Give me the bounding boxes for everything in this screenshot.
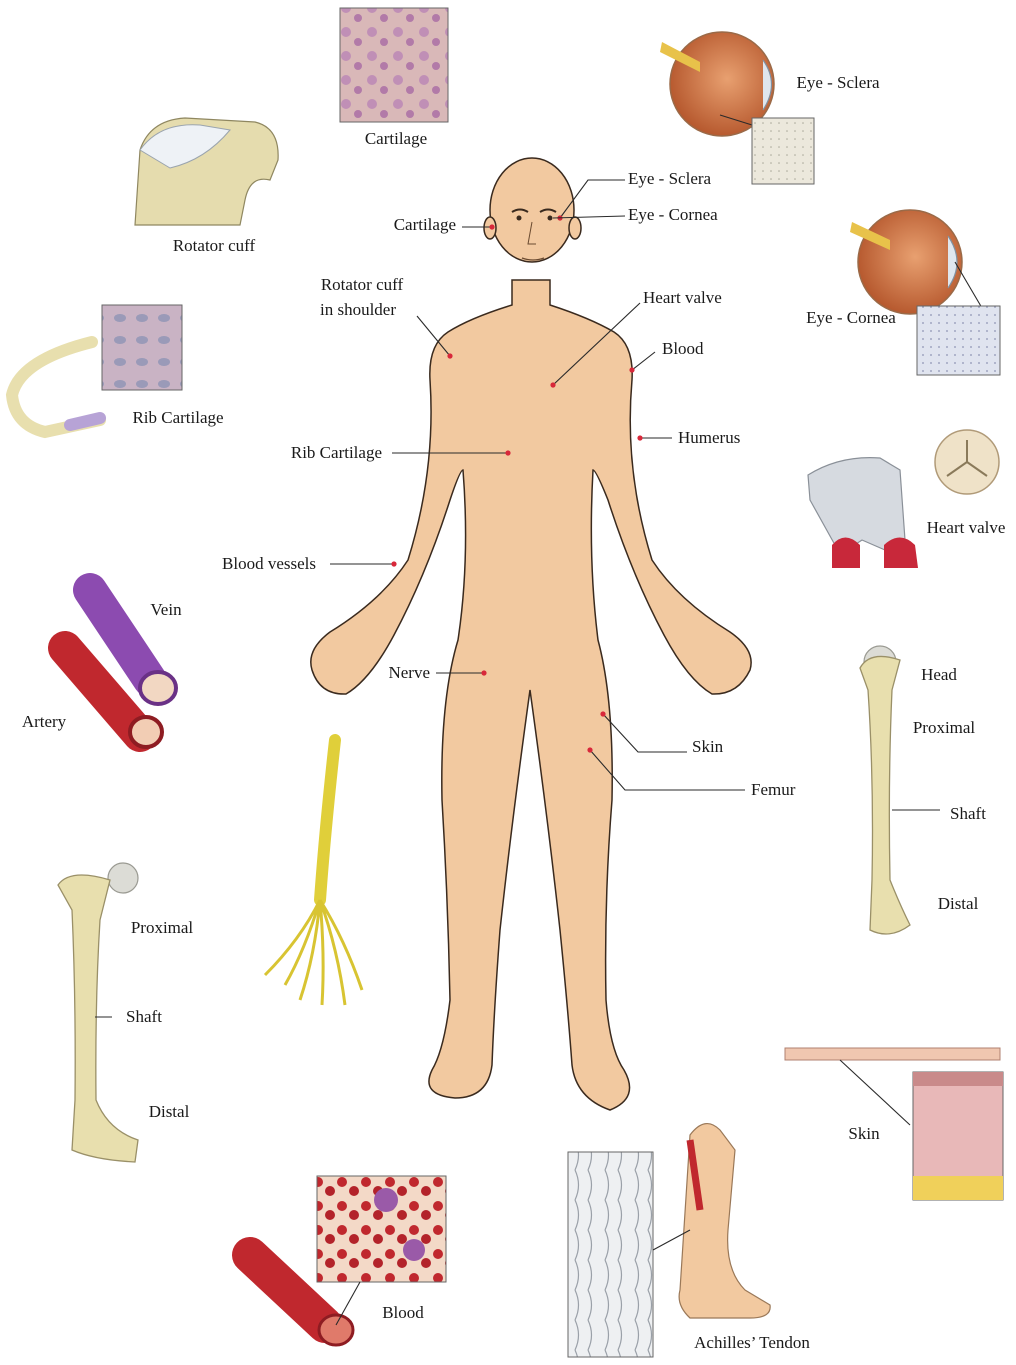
rib-cartilage-inset: Rib Cartilage <box>12 305 224 432</box>
femur-inset: Proximal Shaft Distal <box>58 863 193 1162</box>
eye-cornea-inset-label: Eye - Cornea <box>806 308 896 327</box>
vein-label: Vein <box>150 600 182 619</box>
svg-text:Humerus: Humerus <box>678 428 740 447</box>
blood-vessels-inset: Vein Artery <box>22 590 182 747</box>
rotator-cuff-inset: Rotator cuff <box>135 118 278 255</box>
femur-distal-label: Distal <box>149 1102 190 1121</box>
svg-text:in shoulder: in shoulder <box>320 300 396 319</box>
artery-label: Artery <box>22 712 67 731</box>
svg-text:Blood: Blood <box>662 339 704 358</box>
svg-text:Heart valve: Heart valve <box>643 288 722 307</box>
nerve-inset <box>265 740 362 1005</box>
svg-text:Cartilage: Cartilage <box>394 215 456 234</box>
femur-shaft-label: Shaft <box>126 1007 162 1026</box>
label-cartilage: Cartilage <box>394 215 495 234</box>
heart-valve-inset-label: Heart valve <box>927 518 1006 537</box>
rotator-cuff-inset-label: Rotator cuff <box>173 236 256 255</box>
svg-text:Rib Cartilage: Rib Cartilage <box>291 443 382 462</box>
femur-proximal-label: Proximal <box>131 918 194 937</box>
heart-valve-inset: Heart valve <box>808 430 1005 568</box>
label-humerus: Humerus <box>637 428 740 447</box>
eye-cornea-inset: Eye - Cornea <box>806 210 1000 375</box>
svg-text:Skin: Skin <box>692 737 724 756</box>
svg-text:Eye - Sclera: Eye - Sclera <box>628 169 712 188</box>
svg-text:Blood vessels: Blood vessels <box>222 554 316 573</box>
label-blood: Blood <box>629 339 704 373</box>
cartilage-inset-label: Cartilage <box>365 129 427 148</box>
label-blood-vessels: Blood vessels <box>222 554 397 573</box>
humerus-distal-label: Distal <box>938 894 979 913</box>
humerus-head-label: Head <box>921 665 957 684</box>
svg-text:Eye - Cornea: Eye - Cornea <box>628 205 718 224</box>
svg-text:Nerve: Nerve <box>388 663 430 682</box>
eye-sclera-inset-label: Eye - Sclera <box>796 73 880 92</box>
humerus-proximal-label: Proximal <box>913 718 976 737</box>
label-rotator-cuff: Rotator cuff in shoulder <box>320 275 453 359</box>
achilles-tendon-label: Achilles’ Tendon <box>694 1333 810 1352</box>
label-skin: Skin <box>600 711 723 756</box>
eye-sclera-inset: Eye - Sclera <box>660 32 880 184</box>
svg-text:Rotator cuff: Rotator cuff <box>321 275 404 294</box>
skin-inset: Skin <box>785 1048 1003 1200</box>
humerus-shaft-label: Shaft <box>950 804 986 823</box>
skin-inset-label: Skin <box>848 1124 880 1143</box>
achilles-tendon-inset: Achilles’ Tendon <box>568 1124 810 1357</box>
blood-inset: Blood <box>250 1176 446 1345</box>
svg-text:Femur: Femur <box>751 780 796 799</box>
rib-cartilage-inset-label: Rib Cartilage <box>132 408 223 427</box>
humerus-inset: Head Proximal Shaft Distal <box>860 646 986 934</box>
blood-inset-label: Blood <box>382 1303 424 1322</box>
cartilage-inset: Cartilage <box>340 8 448 148</box>
